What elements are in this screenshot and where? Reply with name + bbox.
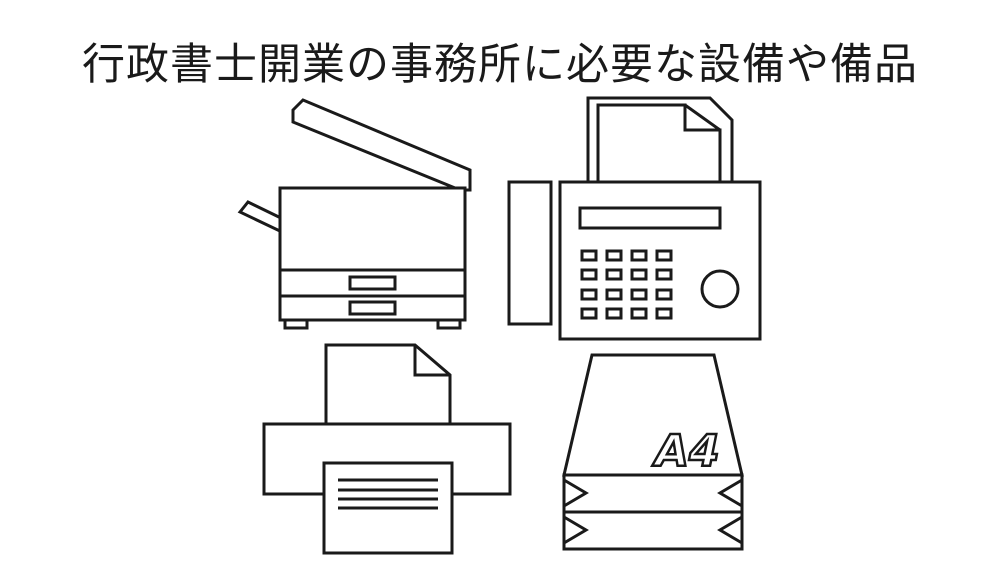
paper-size-label: A4 xyxy=(652,426,720,477)
paper-box-icon: A4 xyxy=(562,353,744,551)
printer-icon xyxy=(262,343,512,555)
fax-keypad xyxy=(580,249,673,320)
copier-icon xyxy=(237,98,472,330)
page-title: 行政書士開業の事務所に必要な設備や備品 xyxy=(82,40,918,90)
fax-machine-icon xyxy=(507,96,762,341)
